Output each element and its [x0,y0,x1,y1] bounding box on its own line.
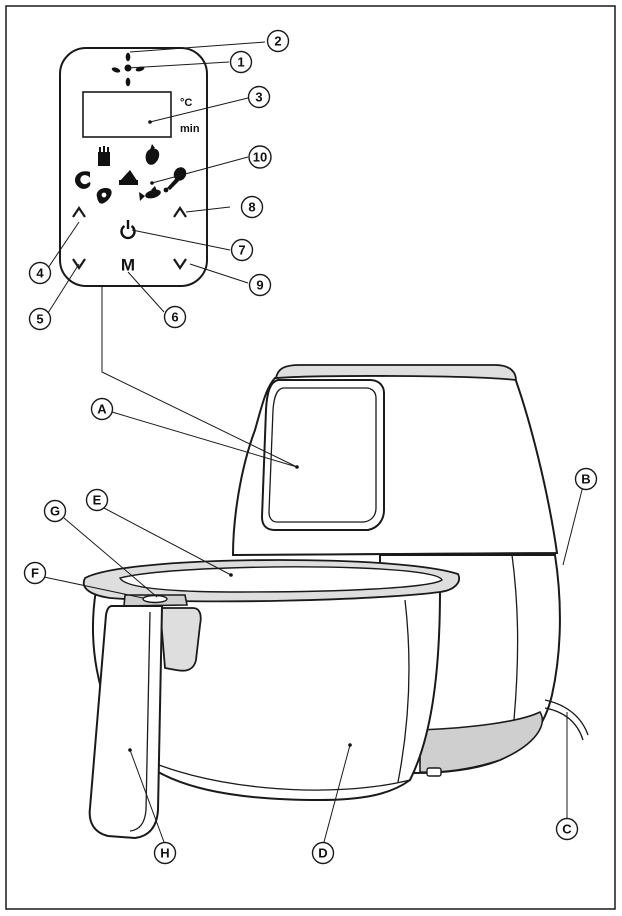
svg-text:1: 1 [237,55,244,70]
callout-C: C [555,817,579,841]
svg-text:6: 6 [171,310,178,325]
basket-inner [118,566,443,593]
power-icon[interactable] [120,220,136,240]
callout-G: G [43,499,67,523]
foot [426,767,442,777]
callout-7: 7 [230,238,254,262]
svg-text:E: E [93,493,102,508]
svg-text:5: 5 [36,312,43,327]
svg-text:7: 7 [238,243,245,258]
drumstick-icon[interactable] [163,165,189,193]
leader-lines [43,41,584,843]
callout-1: 1 [229,50,253,74]
svg-text:H: H [160,846,169,861]
callout-4: 4 [28,261,52,285]
chevron-down-icon[interactable] [72,258,86,270]
svg-text:4: 4 [36,266,44,281]
basket-handle[interactable] [88,605,164,840]
callout-D: D [311,841,335,865]
steak-icon[interactable] [96,187,112,204]
handle-bracket [159,607,202,672]
control-panel: °C min [59,47,208,287]
svg-text:D: D [318,846,327,861]
svg-text:A: A [97,402,107,417]
lcd-display [82,91,172,138]
callout-B: B [574,467,598,491]
release-button[interactable] [142,594,168,604]
callout-A: A [90,397,114,421]
time-unit-label: min [180,123,200,135]
svg-text:F: F [31,566,39,581]
base-band [419,710,544,773]
shrimp-icon[interactable] [75,171,91,189]
power-cord [544,699,589,741]
callout-10: 10 [248,145,272,169]
fish-icon[interactable] [139,186,162,201]
callout-2: 2 [266,29,290,53]
svg-text:G: G [50,504,60,519]
menu-key-label[interactable]: M [121,256,135,275]
callout-F: F [23,561,47,585]
svg-text:8: 8 [248,200,255,215]
cake-icon[interactable] [119,170,138,185]
callout-E: E [85,488,109,512]
svg-text:B: B [581,472,590,487]
svg-text:10: 10 [253,150,267,165]
control-window [260,379,385,531]
svg-text:3: 3 [255,90,262,105]
svg-text:9: 9 [256,278,263,293]
callout-6: 6 [163,305,187,329]
svg-text:C: C [562,822,572,837]
leader-dots [128,120,352,752]
fries-icon[interactable] [98,146,110,166]
control-panel-outline [59,47,208,287]
basket-drawer[interactable] [82,559,460,840]
top-cap [274,364,517,382]
callout-3: 3 [247,85,271,109]
callout-5: 5 [28,307,52,331]
chevron-down-icon[interactable] [173,258,187,270]
svg-text:2: 2 [274,34,281,49]
chevron-up-icon[interactable] [72,206,86,218]
callout-H: H [153,841,177,865]
chicken-icon[interactable] [145,144,160,165]
figure-frame [5,5,616,910]
callout-9: 9 [248,273,272,297]
chevron-up-icon[interactable] [173,206,187,218]
callout-8: 8 [240,195,264,219]
temperature-unit-label: °C [180,97,192,109]
